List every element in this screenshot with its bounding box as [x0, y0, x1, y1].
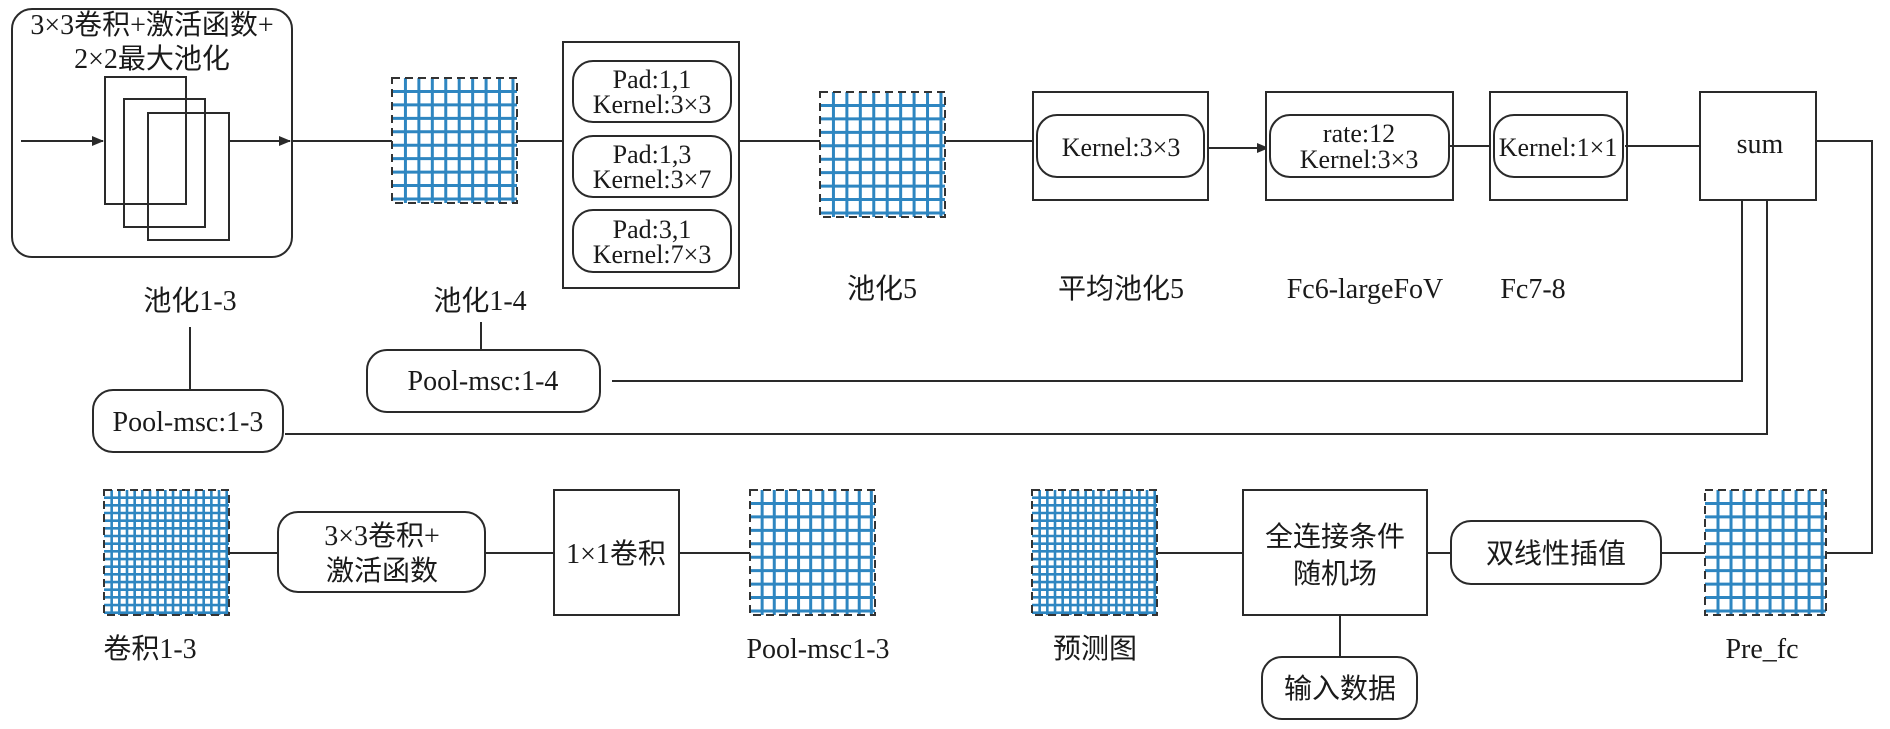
branch-3-kernel: Kernel:7×3	[593, 240, 712, 269]
multi-branch-conv-box[interactable]: Pad:1,1 Kernel:3×3 Pad:1,3 Kernel:3×7 Pa…	[562, 41, 740, 289]
conv-1x1-label: 1×1卷积	[566, 538, 666, 570]
avg-pool-kernel: Kernel:3×3	[1062, 133, 1181, 162]
grid-pool-msc-1-3	[749, 489, 876, 616]
grid-frame-dashed	[819, 91, 946, 218]
pill-frame	[572, 60, 732, 123]
pool-msc-1-4-to-sum	[612, 200, 1743, 382]
pill-frame	[92, 389, 284, 453]
label-pool-5: 池化5	[847, 273, 917, 305]
grid-prediction	[1031, 489, 1158, 616]
feature-map-pool-1-4[interactable]	[391, 77, 518, 204]
pill-frame	[1261, 656, 1418, 720]
crf-line1: 全连接条件	[1265, 521, 1405, 553]
bilinear-interp-node[interactable]: 双线性插值	[1450, 520, 1662, 585]
conv-1x1-node[interactable]: 1×1卷积	[553, 489, 680, 616]
grid-frame-dashed	[1704, 489, 1827, 616]
conv-act-line2: 激活函数	[326, 555, 438, 587]
grid-frame-dashed	[749, 489, 876, 616]
sum-label: sum	[1737, 129, 1784, 160]
label-pre-fc: Pre_fc	[1725, 634, 1798, 665]
crf-node[interactable]: 全连接条件 随机场	[1242, 489, 1428, 616]
pill-frame	[1036, 114, 1205, 178]
label-prediction: 预测图	[1053, 634, 1137, 665]
pill-frame	[366, 349, 601, 413]
fc78-kernel: Kernel:1×1	[1499, 133, 1618, 162]
grid-conv-1-3	[103, 489, 230, 616]
branch-2-kernel: Kernel:3×7	[593, 165, 712, 194]
pool-msc-1-3-to-sum	[285, 200, 1768, 435]
input-data-label: 输入数据	[1284, 673, 1396, 705]
pill-frame	[572, 209, 732, 273]
label-pool-msc1-3: Pool-msc1-3	[746, 634, 889, 665]
label-conv-1-3: 卷积1-3	[103, 633, 196, 665]
sum-to-prefc-connector	[1816, 140, 1873, 554]
box-frame	[553, 489, 680, 616]
feature-map-pool-msc-1-3[interactable]	[749, 489, 876, 616]
pill-frame	[1493, 114, 1624, 178]
branch-pill-1[interactable]: Pad:1,1 Kernel:3×3	[572, 60, 732, 123]
grid-pre-fc	[1704, 489, 1827, 616]
stacked-feature-maps-icon	[104, 76, 230, 241]
branch-1-pad: Pad:1,1	[613, 65, 692, 94]
conv-act-line1: 3×3卷积+	[324, 520, 440, 552]
label-pool-1-3: 池化1-3	[143, 285, 236, 317]
pill-frame	[572, 135, 732, 198]
branch-2-pad: Pad:1,3	[613, 140, 692, 169]
fc6-rate: rate:12	[1323, 119, 1395, 148]
sum-node[interactable]: sum	[1699, 91, 1817, 201]
pool-msc-1-4-node[interactable]: Pool-msc:1-4	[366, 349, 601, 413]
conv-activation-node[interactable]: 3×3卷积+ 激活函数	[277, 511, 486, 593]
feature-map-pool-5[interactable]	[819, 91, 946, 218]
grid-pool-5	[819, 91, 946, 218]
fc7-8-box[interactable]: Kernel:1×1	[1489, 91, 1628, 201]
label-avg-pool-5: 平均池化5	[1058, 273, 1184, 305]
box-frame	[1699, 91, 1817, 201]
crf-line2: 随机场	[1293, 558, 1377, 590]
branch-3-pad: Pad:3,1	[613, 215, 692, 244]
block-title-line1: 3×3卷积+激活函数+	[30, 9, 273, 41]
label-fc6: Fc6-largeFoV	[1287, 274, 1444, 305]
pool-msc-1-3-label: Pool-msc:1-3	[113, 407, 264, 438]
pool-msc-1-3-node[interactable]: Pool-msc:1-3	[92, 389, 284, 453]
fc6-largefov-box[interactable]: rate:12 Kernel:3×3	[1265, 91, 1454, 201]
box-frame	[1242, 489, 1428, 616]
label-fc7-8: Fc7-8	[1500, 274, 1565, 305]
avg-pool-5-box[interactable]: Kernel:3×3	[1032, 91, 1209, 201]
fc6-kernel: Kernel:3×3	[1300, 145, 1419, 174]
input-data-node[interactable]: 输入数据	[1261, 656, 1418, 720]
feature-map-prediction[interactable]	[1031, 489, 1158, 616]
branch-1-kernel: Kernel:3×3	[593, 90, 712, 119]
label-pool-1-4: 池化1-4	[433, 285, 526, 317]
feature-map-pre-fc[interactable]	[1704, 489, 1827, 616]
block-title-line2: 2×2最大池化	[74, 43, 230, 75]
branch-pill-2[interactable]: Pad:1,3 Kernel:3×7	[572, 135, 732, 198]
bilinear-label: 双线性插值	[1486, 538, 1626, 570]
branch-pill-3[interactable]: Pad:3,1 Kernel:7×3	[572, 209, 732, 273]
feature-map-conv-1-3[interactable]	[103, 489, 230, 616]
pool-msc-1-4-label: Pool-msc:1-4	[408, 366, 559, 397]
grid-pool-1-4	[391, 77, 518, 204]
conv-pool-block-1-3[interactable]: 3×3卷积+激活函数+ 2×2最大池化	[11, 8, 293, 258]
